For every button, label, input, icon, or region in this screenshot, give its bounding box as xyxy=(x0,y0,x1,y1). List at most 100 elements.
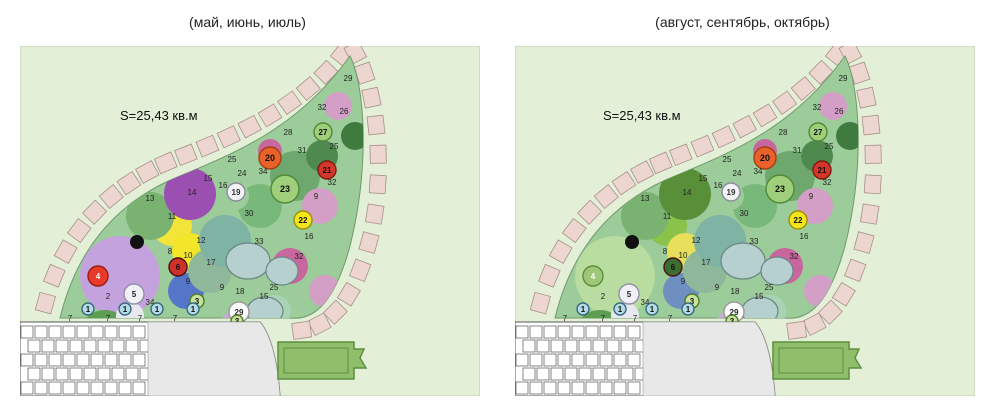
plant-number-label: 1 xyxy=(123,305,128,314)
border-stone xyxy=(732,114,757,139)
border-stone xyxy=(548,239,573,265)
plant-marker-19 xyxy=(226,182,246,202)
paving-stone xyxy=(104,353,118,367)
paving-stone xyxy=(515,381,529,395)
plant-14-area xyxy=(659,168,711,220)
border-stone-block xyxy=(98,184,124,209)
plant-marker-6 xyxy=(168,257,188,277)
border-stone xyxy=(648,151,673,175)
border-stone-block xyxy=(153,151,178,175)
plant-marker-4 xyxy=(582,265,604,287)
border-stone-block xyxy=(859,203,880,225)
border-stone xyxy=(361,86,382,109)
border-stone-block xyxy=(307,312,332,337)
plant-number-label: 29 xyxy=(730,308,739,317)
paving-stone xyxy=(529,325,543,339)
border-stone-block xyxy=(174,143,198,167)
plant-number-label: 1 xyxy=(191,305,196,314)
paving-stone xyxy=(34,381,48,395)
border-stone xyxy=(135,160,160,184)
bench-structure xyxy=(772,341,863,380)
plant-number-label: 19 xyxy=(727,188,736,197)
plant-number-label: 2 xyxy=(106,292,111,301)
plant-number-label: 24 xyxy=(733,169,742,178)
paving-stone xyxy=(599,353,613,367)
paving-stone xyxy=(41,339,55,353)
plant-number-label: 34 xyxy=(641,298,650,307)
paving-stone xyxy=(69,367,83,381)
plant-number-label: 4 xyxy=(96,272,101,281)
border-stone xyxy=(53,239,78,265)
border-stone xyxy=(690,134,715,158)
plant-13-area xyxy=(621,192,669,240)
plant-number-label: 5 xyxy=(132,290,137,299)
paving-stone xyxy=(550,339,564,353)
border-stone-block xyxy=(116,170,142,196)
border-stone xyxy=(772,90,798,116)
border-stone xyxy=(277,90,303,116)
paving-stone xyxy=(557,381,571,395)
border-stone xyxy=(537,263,561,288)
plant-number-label: 34 xyxy=(146,298,155,307)
border-stone xyxy=(322,299,348,325)
plant-number-label: 32 xyxy=(318,103,327,112)
plant-number-label: 25 xyxy=(723,155,732,164)
border-stone-block xyxy=(861,114,881,136)
border-stone xyxy=(366,114,386,136)
border-stone xyxy=(863,174,882,195)
paving-stone xyxy=(627,353,641,367)
plant-number-label: 16 xyxy=(305,232,314,241)
plant-number-label: 12 xyxy=(692,236,701,245)
plant-number-label: 19 xyxy=(232,188,241,197)
area-label: S=25,43 кв.м xyxy=(603,108,681,123)
paving-stone xyxy=(34,353,48,367)
plant-number-label: 28 xyxy=(779,128,788,137)
plant-number-label: 27 xyxy=(319,128,328,137)
border-stone-block xyxy=(135,160,160,184)
border-stone-block xyxy=(366,114,386,136)
border-stone-block xyxy=(369,144,387,164)
gravel-path xyxy=(147,321,281,396)
paving-stone xyxy=(543,325,557,339)
stone-rock xyxy=(265,256,299,286)
plant-marker-5 xyxy=(618,283,640,305)
plant-marker-22 xyxy=(788,210,808,230)
border-stone xyxy=(561,218,587,244)
paving-stone xyxy=(20,353,34,367)
paving-stone xyxy=(104,325,118,339)
plant-number-label: 31 xyxy=(298,146,307,155)
tree-trunk-marker xyxy=(625,235,639,249)
plant-number-label: 30 xyxy=(740,209,749,218)
border-stone-block xyxy=(752,103,778,128)
plant-number-label: 22 xyxy=(299,216,308,225)
border-stone xyxy=(34,291,56,315)
plant-number-label: 7 xyxy=(138,314,143,323)
border-stone-block xyxy=(817,299,843,325)
paving-stone xyxy=(97,339,111,353)
plant-number-label: 9 xyxy=(186,277,191,286)
plant-marker-1 xyxy=(118,302,132,316)
paving-stone xyxy=(111,339,125,353)
paving-stone xyxy=(132,381,146,395)
plant-number-label: 15 xyxy=(755,292,764,301)
border-stone-block xyxy=(358,231,380,254)
paving-stone xyxy=(41,367,55,381)
paving-stone xyxy=(118,353,132,367)
bench-inner-outline xyxy=(283,347,349,374)
border-stone-block xyxy=(216,125,241,149)
paving-stone xyxy=(48,325,62,339)
plant-number-label: 33 xyxy=(750,237,759,246)
plant-number-label: 6 xyxy=(671,263,676,272)
plant-number-label: 15 xyxy=(699,174,708,183)
paving-stone xyxy=(557,325,571,339)
plant-number-label: 7 xyxy=(173,314,178,323)
border-stone xyxy=(790,75,816,101)
paving-stone xyxy=(571,381,585,395)
border-stone-block xyxy=(732,114,757,139)
plant-25b-area xyxy=(341,122,364,150)
plant-number-label: 30 xyxy=(245,209,254,218)
paving-stone xyxy=(620,339,634,353)
bench-structure xyxy=(277,341,368,380)
border-stone-block xyxy=(348,258,372,283)
